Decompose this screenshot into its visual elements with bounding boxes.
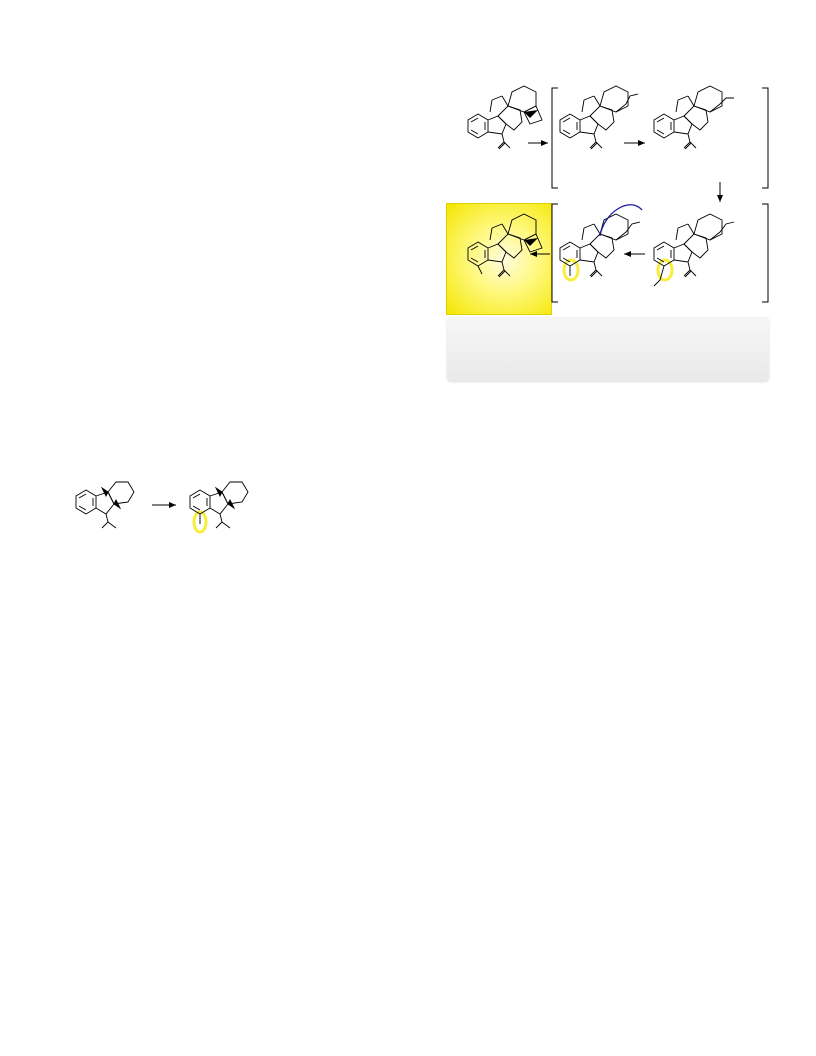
molecule-intermediate-2 [653,85,734,150]
molecule-intermediate-1 [559,85,639,150]
molecule-intermediate-4 [559,213,641,282]
molecule-product [467,213,543,278]
bracket-top [551,87,769,189]
molecule-tricyclic-methylated [189,481,249,534]
curved-arrow [599,204,643,237]
caption-box [447,318,769,382]
product-highlight-box [446,203,552,315]
molecule-intermediate-3 [653,213,735,287]
molecule-tricyclic-substrate [75,481,135,529]
molecule-starting-structure [467,85,543,150]
bracket-bottom [551,203,769,303]
